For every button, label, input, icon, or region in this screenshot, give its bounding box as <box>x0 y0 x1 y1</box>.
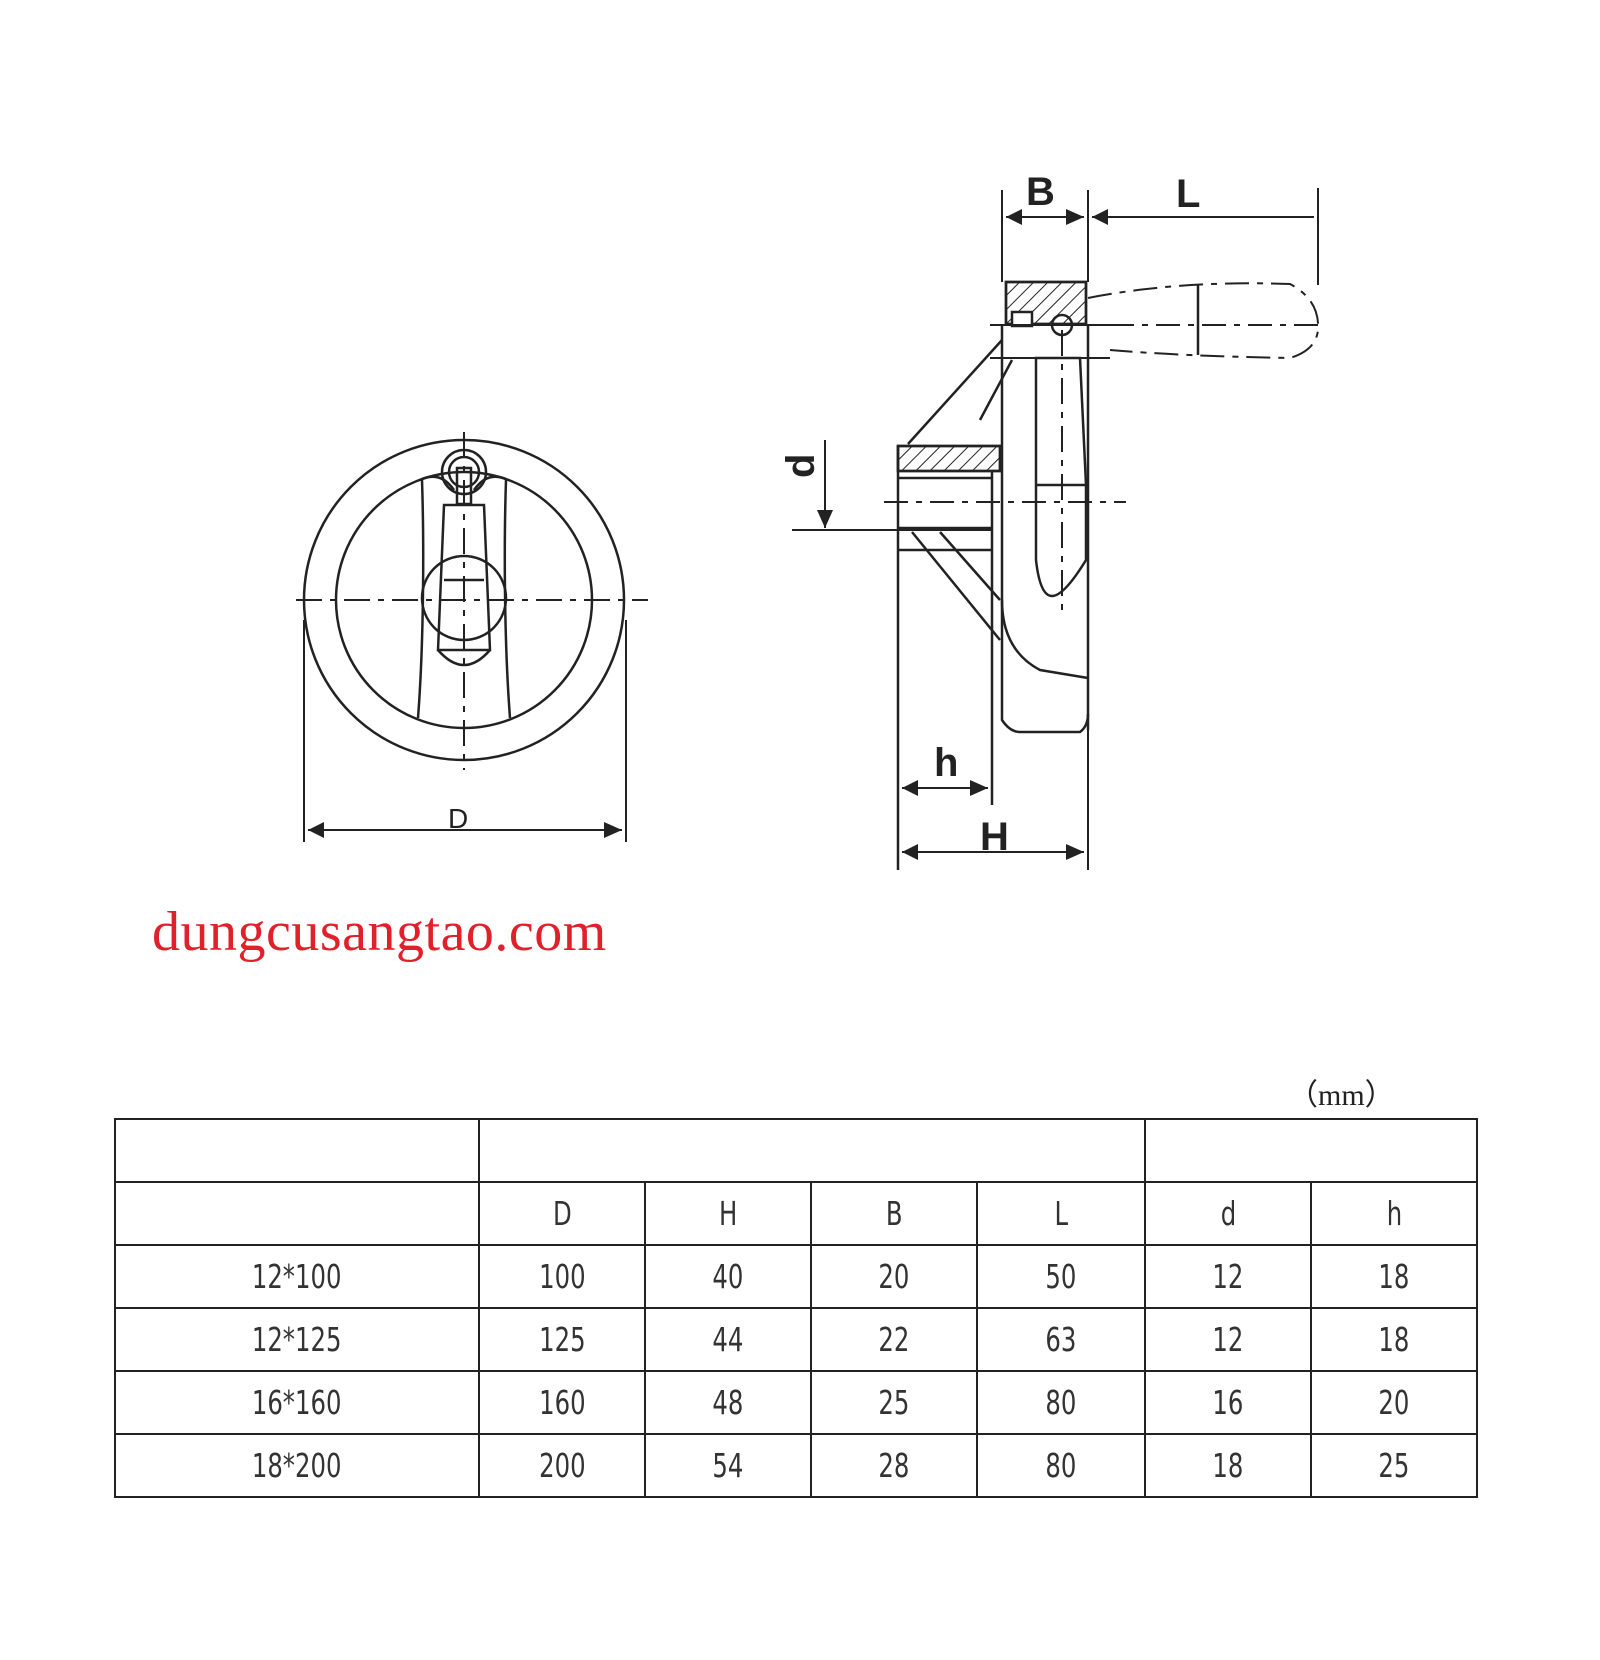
cell-model: 12*100 <box>114 1244 480 1309</box>
dimension-label-H: H <box>980 815 1009 859</box>
front-view <box>296 432 648 842</box>
cell-L: 63 <box>976 1307 1146 1372</box>
cell-D: 125 <box>478 1307 646 1372</box>
col-header-B: B <box>810 1181 978 1246</box>
cell-h: 20 <box>1310 1370 1478 1435</box>
table-row: 16*160 160 48 25 80 16 20 <box>114 1370 1478 1435</box>
group-header-hub <box>1144 1118 1478 1183</box>
side-view <box>792 188 1326 870</box>
col-header-d: d <box>1144 1181 1312 1246</box>
dimension-label-d: d <box>779 454 823 478</box>
dimension-label-L: L <box>1176 172 1200 216</box>
dimensions-table: D H B L d h 12*100 100 40 20 50 12 18 12… <box>114 1118 1478 1498</box>
table-header-row: D H B L d h <box>114 1181 1478 1246</box>
cell-B: 28 <box>810 1433 978 1498</box>
cell-H: 54 <box>644 1433 812 1498</box>
cell-D: 200 <box>478 1433 646 1498</box>
cell-H: 48 <box>644 1370 812 1435</box>
dimension-label-D: D <box>448 803 468 834</box>
cell-h: 18 <box>1310 1307 1478 1372</box>
site-watermark: dungcusangtao.com <box>152 901 607 963</box>
col-header-H: H <box>644 1181 812 1246</box>
cell-B: 25 <box>810 1370 978 1435</box>
cell-L: 80 <box>976 1370 1146 1435</box>
cell-d: 18 <box>1144 1433 1312 1498</box>
cell-D: 160 <box>478 1370 646 1435</box>
cell-L: 80 <box>976 1433 1146 1498</box>
col-header-model <box>114 1181 480 1246</box>
cell-H: 40 <box>644 1244 812 1309</box>
cell-model: 18*200 <box>114 1433 480 1498</box>
dimension-label-B: B <box>1026 170 1055 214</box>
cell-d: 16 <box>1144 1370 1312 1435</box>
unit-label: （mm） <box>1288 1079 1395 1112</box>
table-row: 12*125 125 44 22 63 12 18 <box>114 1307 1478 1372</box>
cell-B: 22 <box>810 1307 978 1372</box>
col-header-D: D <box>478 1181 646 1246</box>
technical-drawing: D <box>296 170 1326 870</box>
cell-model: 12*125 <box>114 1307 480 1372</box>
cell-model: 16*160 <box>114 1370 480 1435</box>
table-row: 12*100 100 40 20 50 12 18 <box>114 1244 1478 1309</box>
dimension-label-h: h <box>934 741 958 785</box>
cell-L: 50 <box>976 1244 1146 1309</box>
cell-H: 44 <box>644 1307 812 1372</box>
col-header-h: h <box>1310 1181 1478 1246</box>
group-header-dimensions <box>478 1118 1146 1183</box>
cell-h: 25 <box>1310 1433 1478 1498</box>
group-header-model <box>114 1118 480 1183</box>
cell-B: 20 <box>810 1244 978 1309</box>
cell-d: 12 <box>1144 1307 1312 1372</box>
cell-h: 18 <box>1310 1244 1478 1309</box>
cell-D: 100 <box>478 1244 646 1309</box>
col-header-L: L <box>976 1181 1146 1246</box>
table-group-header-row <box>114 1118 1478 1183</box>
table-row: 18*200 200 54 28 80 18 25 <box>114 1433 1478 1498</box>
cell-d: 12 <box>1144 1244 1312 1309</box>
